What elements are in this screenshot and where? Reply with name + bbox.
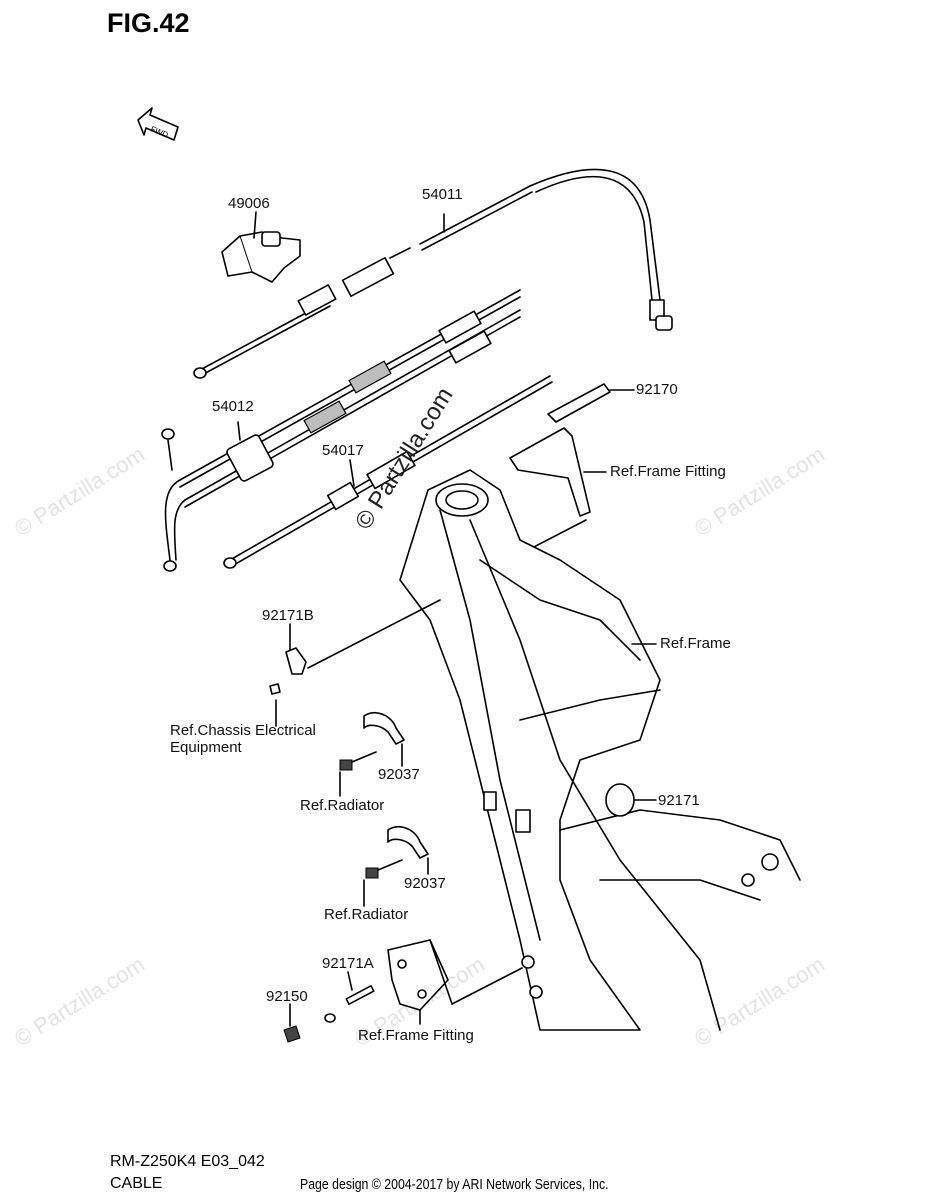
label-ref-radiator-upper[interactable]: Ref.Radiator — [300, 797, 385, 814]
label-92171b[interactable]: 92171B — [262, 607, 314, 624]
clamp-92037-upper — [339, 712, 405, 797]
figure-title: FIG.42 — [107, 8, 190, 38]
label-92150[interactable]: 92150 — [266, 988, 308, 1005]
label-ref-chassis-line1[interactable]: Ref.Chassis Electrical — [170, 722, 316, 739]
clamp-92037-lower — [363, 826, 429, 907]
label-92170[interactable]: 92170 — [636, 381, 678, 398]
strap-92170 — [547, 383, 635, 423]
label-92171[interactable]: 92171 — [658, 792, 700, 809]
label-54017[interactable]: 54017 — [322, 442, 364, 459]
fwd-badge-text: FWD — [149, 125, 169, 140]
label-ref-frame-fitting-top[interactable]: Ref.Frame Fitting — [610, 463, 726, 480]
label-ref-radiator-lower[interactable]: Ref.Radiator — [324, 906, 409, 923]
frame-fitting-bottom — [283, 939, 523, 1043]
model-code: RM-Z250K4 E03_042 — [110, 1153, 265, 1170]
label-92037-lower[interactable]: 92037 — [404, 875, 446, 892]
clip-92171 — [605, 783, 657, 817]
cable-54011 — [193, 168, 673, 379]
label-54012[interactable]: 54012 — [212, 398, 254, 415]
label-ref-frame[interactable]: Ref.Frame — [660, 635, 731, 652]
label-54011[interactable]: 54011 — [422, 186, 463, 203]
label-49006[interactable]: 49006 — [228, 195, 270, 212]
cable-cover-49006 — [221, 211, 301, 283]
cable-54012 — [161, 289, 521, 572]
section-name: CABLE — [110, 1175, 163, 1192]
label-92171a[interactable]: 92171A — [322, 955, 374, 972]
motorcycle-frame — [399, 469, 801, 1031]
clamp-92171b — [269, 599, 441, 727]
label-ref-chassis-line2[interactable]: Equipment — [170, 739, 242, 756]
label-ref-frame-fitting-bottom[interactable]: Ref.Frame Fitting — [358, 1027, 474, 1044]
fwd-arrow-icon: FWD — [137, 107, 179, 141]
label-92037-upper[interactable]: 92037 — [378, 766, 420, 783]
page-credit: Page design © 2004-2017 by ARI Network S… — [300, 1176, 609, 1193]
cable-54017 — [223, 375, 553, 569]
